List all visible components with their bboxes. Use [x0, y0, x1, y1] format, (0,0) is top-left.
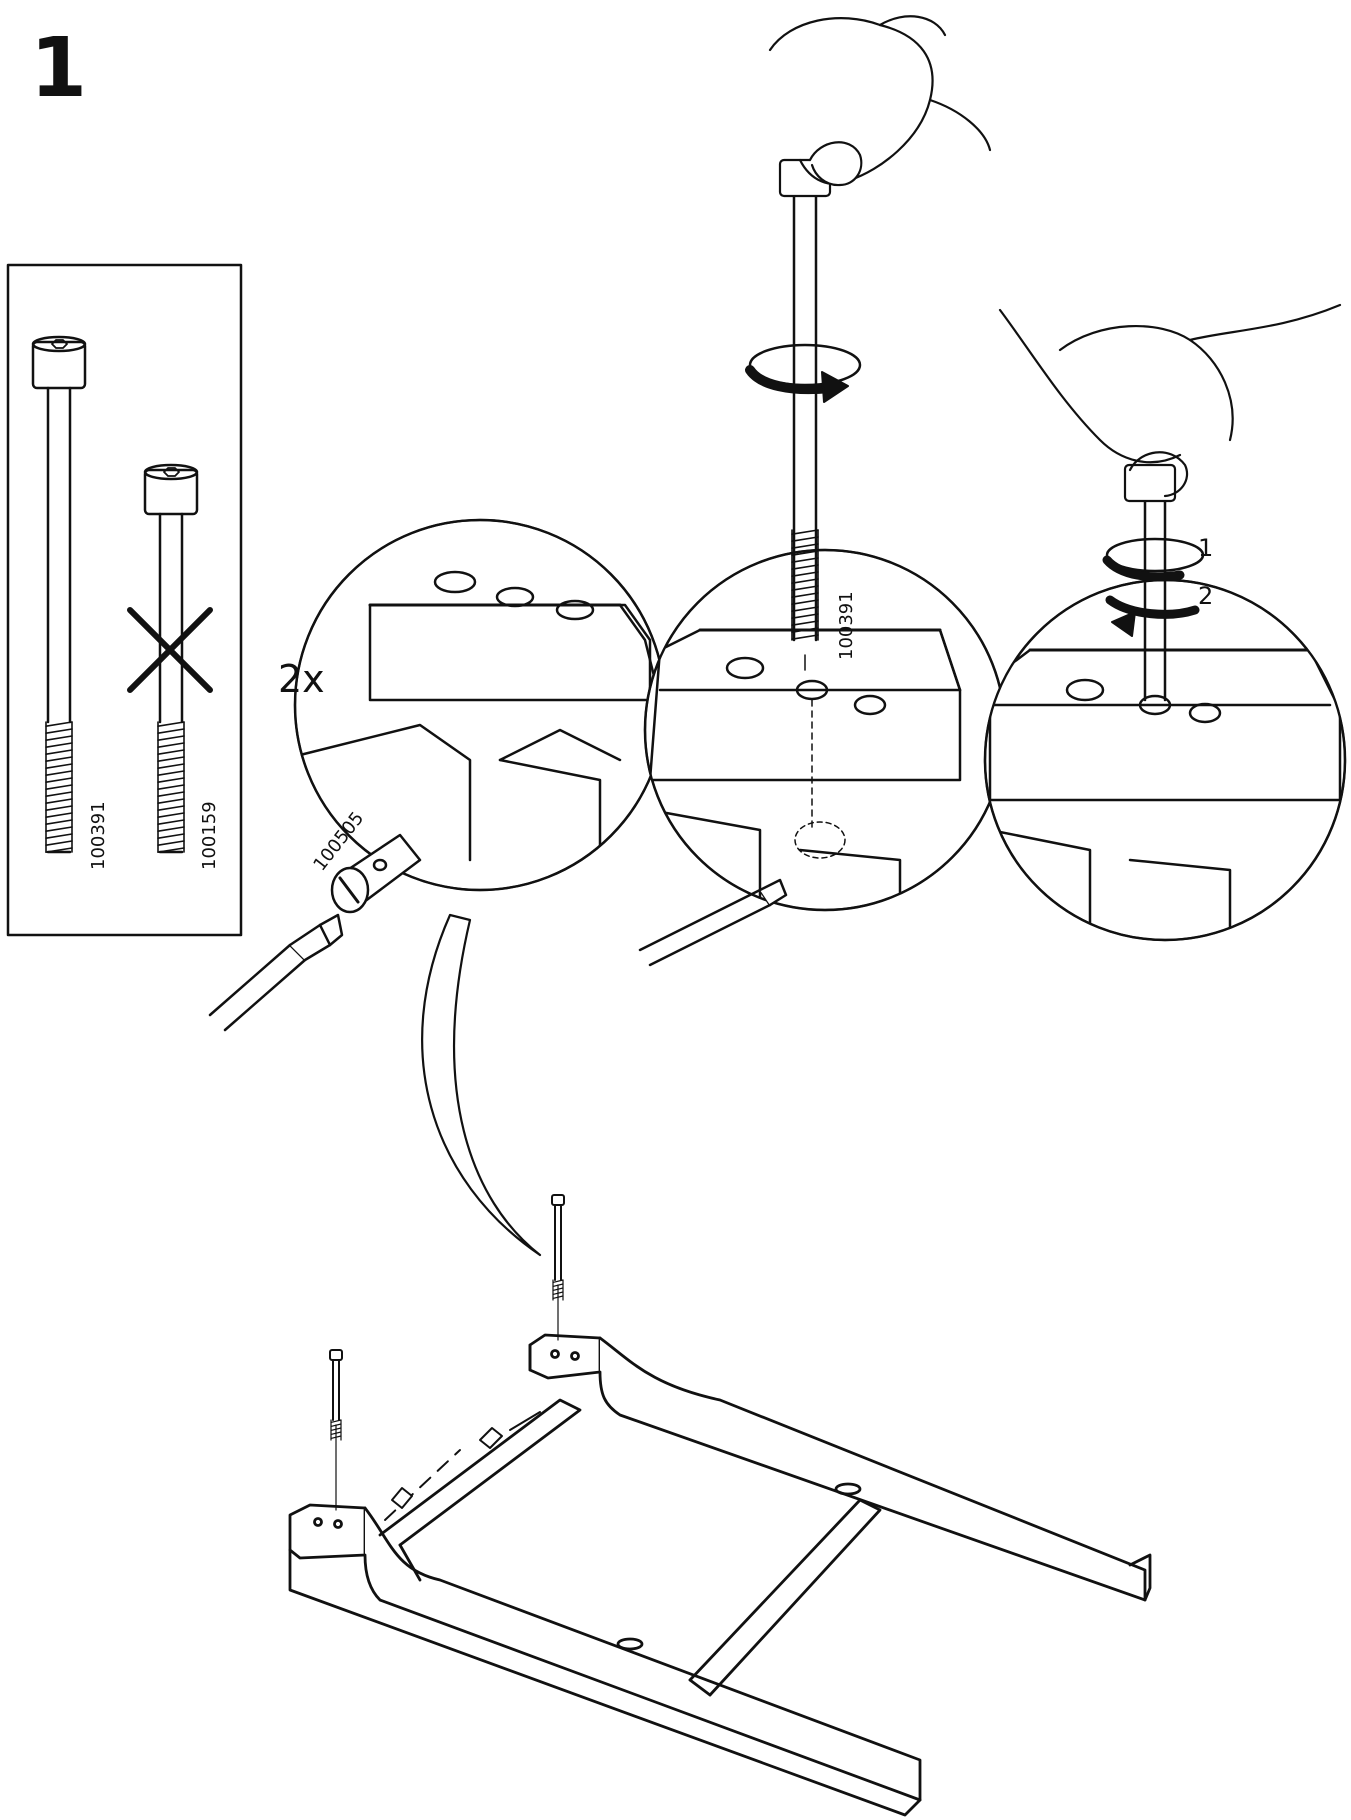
thread-line — [552, 1283, 564, 1288]
thread-line — [45, 833, 73, 840]
thread-line — [157, 826, 185, 833]
screwdriver-icon — [208, 913, 344, 1032]
thread-line — [157, 749, 185, 756]
thread-line — [791, 585, 819, 592]
thread-line — [157, 721, 185, 728]
bolt-code-label: 100391 — [836, 591, 857, 660]
thread-line — [157, 756, 185, 763]
bolt-100159-label: 100159 — [199, 801, 220, 870]
thread-line — [552, 1287, 564, 1292]
thread-line — [791, 599, 819, 606]
rotation-arrow-icon — [745, 343, 862, 403]
thread-line — [45, 784, 73, 791]
thread-line — [791, 536, 819, 543]
thread-line — [157, 763, 185, 770]
step-number: 1 — [30, 21, 88, 116]
thread-line — [45, 812, 73, 819]
thread-line — [330, 1423, 342, 1428]
chair-frame — [288, 1333, 1152, 1817]
thread-line — [157, 791, 185, 798]
thread-line — [157, 798, 185, 805]
thread-line — [791, 620, 819, 627]
thread-line — [791, 634, 819, 641]
thread-line — [791, 592, 819, 599]
thread-line — [45, 798, 73, 805]
thread-line — [330, 1431, 342, 1436]
thread-line — [45, 742, 73, 749]
thread-line — [45, 791, 73, 798]
hand-icon — [768, 15, 992, 198]
thread-line — [791, 543, 819, 550]
quantity-label: 2x — [278, 657, 325, 701]
rotation-step-1-label: 1 — [1198, 534, 1213, 562]
thread-line — [157, 819, 185, 826]
thread-line — [791, 529, 819, 536]
thread-line — [45, 728, 73, 735]
thread-line — [45, 721, 73, 728]
thread-line — [45, 805, 73, 812]
thread-line — [791, 606, 819, 613]
thread-line — [45, 840, 73, 847]
thread-line — [45, 763, 73, 770]
barrel-nut-icon — [330, 833, 422, 914]
detail-circle-1 — [208, 518, 667, 1032]
thread-line — [791, 627, 819, 634]
bolt-100159-icon — [143, 463, 199, 854]
thread-line — [791, 564, 819, 571]
thread-line — [45, 819, 73, 826]
thread-line — [791, 550, 819, 557]
frame-bolt-icon — [551, 1194, 565, 1341]
thread-line — [330, 1419, 342, 1424]
thread-line — [552, 1279, 564, 1284]
tighten-arrow-icon — [1102, 537, 1205, 637]
thread-line — [45, 770, 73, 777]
thread-line — [45, 749, 73, 756]
hand-icon — [998, 303, 1342, 503]
thread-line — [330, 1427, 342, 1432]
parts-panel — [6, 263, 243, 937]
incorrect-x-icon — [127, 607, 213, 693]
thread-line — [157, 777, 185, 784]
frame-bolt-icon — [329, 1349, 343, 1511]
thread-line — [157, 840, 185, 847]
thread-line — [157, 742, 185, 749]
thread-line — [791, 571, 819, 578]
bolt-100391-label: 100391 — [88, 801, 109, 870]
thread-line — [157, 770, 185, 777]
thread-line — [45, 826, 73, 833]
thread-line — [157, 812, 185, 819]
thread-line — [791, 557, 819, 564]
detail-callout-arrow — [421, 913, 542, 1257]
thread-line — [45, 756, 73, 763]
vertical-bolt-icon — [791, 193, 819, 671]
thread-line — [45, 777, 73, 784]
thread-line — [157, 728, 185, 735]
thread-line — [45, 735, 73, 742]
barrel-nut-insertion — [384, 1411, 541, 1521]
thread-line — [157, 805, 185, 812]
thread-line — [552, 1291, 564, 1296]
bolt-100391-icon — [31, 335, 87, 854]
thread-line — [157, 833, 185, 840]
thread-line — [330, 1435, 342, 1440]
thread-line — [157, 784, 185, 791]
detail-circle-3 — [983, 493, 1347, 942]
thread-line — [552, 1295, 564, 1300]
rotation-step-2-label: 2 — [1198, 582, 1213, 610]
detail-circle-2 — [638, 193, 1007, 967]
thread-line — [791, 613, 819, 620]
thread-line — [791, 578, 819, 585]
thread-line — [157, 735, 185, 742]
